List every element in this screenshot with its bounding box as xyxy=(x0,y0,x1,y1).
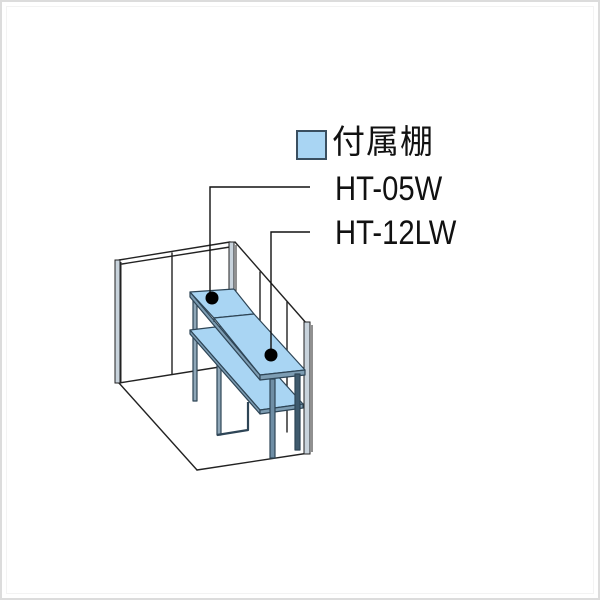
shelf-unit xyxy=(189,288,306,459)
marker-ht-12lw xyxy=(264,348,278,362)
legend-swatch xyxy=(296,130,327,160)
model-label-ht-05w: HT-05W xyxy=(335,170,443,208)
marker-ht-05w xyxy=(205,291,219,305)
legend-title: 付属棚 xyxy=(332,122,434,161)
back-wall xyxy=(118,241,231,375)
model-label-ht-12lw: HT-12LW xyxy=(335,214,457,252)
leader-lines xyxy=(209,186,310,354)
floor-outline xyxy=(118,364,310,471)
